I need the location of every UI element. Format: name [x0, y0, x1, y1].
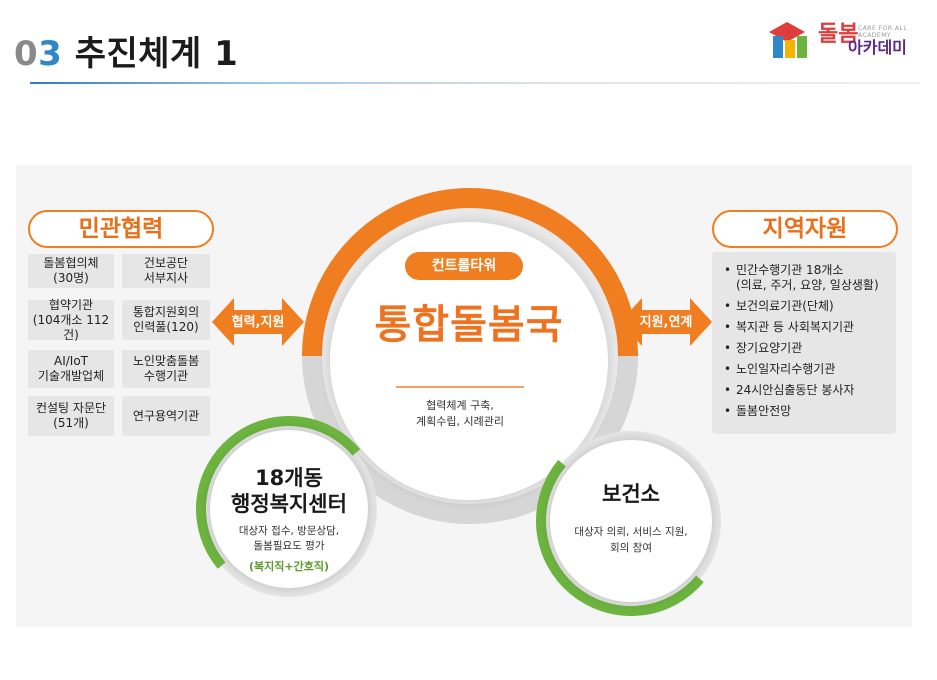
section-number: 03 [14, 34, 63, 74]
page-title-text: 추진체계 1 [74, 34, 239, 74]
center-description: 협력체계 구축, 계획수립, 시례관리 [416, 399, 504, 428]
bottom-left-description: 대상자 접수, 방문상담, 돌봄필요도 평가 [238, 525, 340, 552]
page-title: 03 추진체계 1 [14, 26, 238, 75]
left-arrow-label: 협력,지원 [231, 315, 285, 330]
bottom-right-description: 대상자 의뢰, 서비스 지원, 회의 참여 [574, 526, 688, 554]
list-item: •돌봄안전망 [724, 404, 792, 418]
right-panel-title: 지역자원 [712, 210, 898, 248]
left-panel-title: 민관협력 [28, 210, 214, 248]
list-item: •복지관 등 사회복지기관 [724, 320, 855, 334]
partner-box: 돌봄협의체(30명) [28, 254, 114, 288]
list-item: •노인일자리수행기관 [724, 362, 836, 376]
bottom-right-circle [550, 440, 712, 602]
partner-box: 컨설팅 자문단(51개) [28, 396, 114, 436]
list-item: •24시안심출동단 봉사자 [724, 383, 855, 397]
logo-text: 돌봄 [818, 22, 859, 47]
right-double-arrow-icon [620, 298, 712, 346]
logo-subtitle: CARE FOR ALL ACADEMY [858, 25, 908, 39]
list-item: •장기요양기관 [724, 341, 803, 355]
partner-box: 연구용역기관 [122, 396, 210, 436]
bottom-left-title: 18개동 행정복지센터 [231, 466, 347, 516]
list-item: •민간수행기관 18개소(의료, 주거, 요양, 일상생활) [724, 263, 879, 292]
bottom-left-tag: (복지직+간호직) [249, 560, 329, 573]
center-title: 통합돌봄국 [374, 302, 564, 348]
logo-icon [769, 22, 807, 58]
right-arrow-label: 지원,연계 [639, 315, 693, 330]
center-divider [396, 386, 524, 388]
left-double-arrow-icon [212, 298, 304, 346]
header-divider [30, 82, 920, 84]
regional-resources-list: •민간수행기관 18개소(의료, 주거, 요양, 일상생활) •보건의료기관(단… [712, 252, 896, 434]
bottom-left-circle [210, 430, 368, 588]
logo-suffix: 아카데미 [848, 38, 907, 57]
bottom-right-title: 보건소 [602, 482, 660, 506]
partner-box: 협약기관(104개소 112건) [28, 298, 114, 342]
control-tower-badge: 컨트롤타워 [405, 252, 523, 280]
list-item: •보건의료기관(단체) [724, 299, 834, 313]
